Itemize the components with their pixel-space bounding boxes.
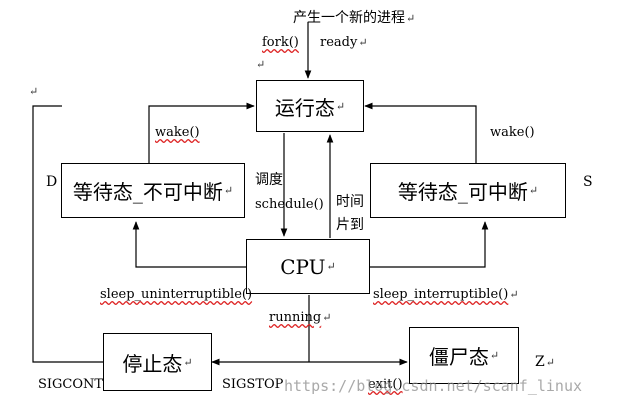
zombie-state-box: 僵尸态↵ <box>409 327 519 384</box>
wake-left-label: wake() <box>155 125 200 140</box>
sigstop-label: SIGSTOP <box>222 377 284 392</box>
stopped-state-label: 停止态 <box>122 351 183 376</box>
uninterruptible-wait-label: 等待态_不可中断 <box>72 180 223 204</box>
sigcont-label: SIGCONT <box>38 377 104 392</box>
watermark: https://blog.csdn.net/scanf_linux <box>284 377 583 395</box>
timeslice-label-1: 时间 <box>336 194 364 210</box>
interruptible-wait-label: 等待态_可中断 <box>397 180 528 204</box>
new-process-label: 产生一个新的进程↵ <box>293 10 416 26</box>
state-s-label: S <box>583 174 593 190</box>
state-d-label: D <box>46 174 58 190</box>
running-state-box: 运行态↵ <box>256 80 364 132</box>
state-z-label: Z↵ <box>535 354 555 370</box>
zombie-state-label: 僵尸态 <box>428 345 489 369</box>
schedule-cn-label: 调度 <box>255 172 283 188</box>
return-mark: ↵ <box>256 58 266 71</box>
cpu-box: CPU↵ <box>246 239 370 294</box>
arrow-sleep-interruptible <box>370 221 489 268</box>
wake-right-label: wake() <box>490 125 535 140</box>
ready-label: ready↵ <box>320 35 368 50</box>
sleep-uninterruptible-label: sleep_uninterruptible() <box>100 287 253 302</box>
cpu-label: CPU <box>280 254 326 279</box>
sleep-interruptible-label: sleep_interruptible()↵ <box>373 287 519 302</box>
arrow-sigcont <box>32 105 103 363</box>
arrow-wake-left <box>148 102 255 163</box>
arrow-sleep-uninterruptible <box>132 221 246 268</box>
running-transition-label: running↵ <box>269 310 332 325</box>
fork-label: fork() <box>262 35 299 50</box>
interruptible-wait-box: 等待态_可中断↵ <box>370 163 566 218</box>
return-mark: ↵ <box>29 85 39 98</box>
running-state-label: 运行态 <box>274 95 335 120</box>
arrow-wake-right <box>364 102 477 163</box>
timeslice-label-2: 片到 <box>336 217 364 233</box>
schedule-label: schedule() <box>255 197 324 212</box>
exit-label: exit() <box>368 377 403 392</box>
stopped-state-box: 停止态↵ <box>103 333 212 391</box>
uninterruptible-wait-box: 等待态_不可中断↵ <box>61 163 245 218</box>
